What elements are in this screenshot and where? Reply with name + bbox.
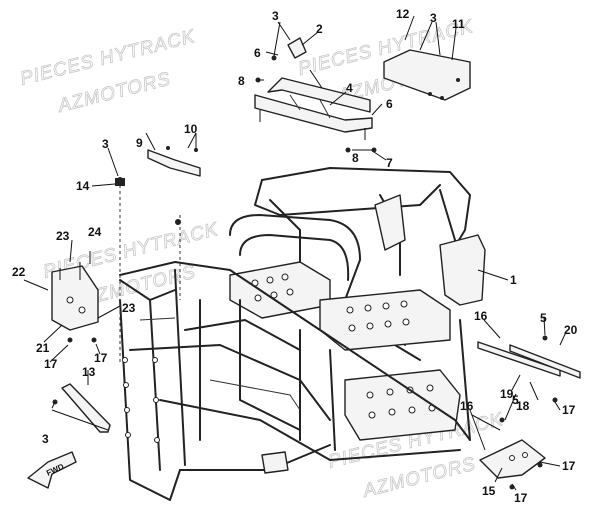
bracket-part	[147, 149, 201, 177]
callout-24: 24	[88, 225, 102, 239]
callout-20: 20	[564, 323, 578, 337]
callout-7: 7	[386, 156, 393, 170]
callout-15: 15	[482, 484, 496, 498]
callout-16: 16	[474, 309, 488, 323]
callout-13: 13	[82, 365, 96, 379]
callout-labels: 1 2 3 3 3 3 4 5 5 6 6 7 8 8 9 10 11 12 1…	[12, 7, 578, 505]
callout-3: 3	[42, 432, 49, 446]
callout-12: 12	[396, 7, 410, 21]
callout-10: 10	[184, 122, 198, 136]
callout-6: 6	[254, 46, 261, 60]
callout-3: 3	[430, 11, 437, 25]
callout-17: 17	[514, 491, 528, 505]
callout-3: 3	[102, 137, 109, 151]
forward-arrow-icon: FWD	[27, 451, 77, 489]
callout-19: 19	[500, 387, 514, 401]
callout-2: 2	[316, 22, 323, 36]
callout-9: 9	[136, 136, 143, 150]
leader-lines	[23, 15, 567, 491]
callout-17: 17	[44, 357, 58, 371]
callout-18: 18	[516, 399, 530, 413]
callout-17: 17	[94, 351, 108, 365]
callout-14: 14	[76, 179, 90, 193]
callout-21: 21	[36, 341, 50, 355]
callout-6: 6	[386, 97, 393, 111]
crossmember-part	[254, 37, 373, 140]
callout-16: 16	[460, 399, 474, 413]
callout-17: 17	[562, 459, 576, 473]
callout-3: 3	[272, 9, 279, 23]
callout-5: 5	[512, 393, 519, 407]
callout-1: 1	[510, 273, 517, 287]
plate-part	[383, 49, 471, 101]
watermark-text: PIECES HYTRACK	[18, 26, 198, 90]
callout-23: 23	[122, 301, 136, 315]
bar-part	[61, 383, 111, 433]
floor-holes	[251, 273, 436, 419]
callout-22: 22	[12, 265, 26, 279]
callout-17: 17	[562, 403, 576, 417]
callout-23: 23	[56, 229, 70, 243]
main-frame	[119, 167, 486, 501]
callout-4: 4	[346, 81, 353, 95]
callout-8: 8	[352, 151, 359, 165]
right-side-parts	[471, 341, 581, 479]
callout-8: 8	[238, 74, 245, 88]
callout-5: 5	[540, 311, 547, 325]
mount-bracket-left	[51, 185, 181, 365]
callout-11: 11	[452, 17, 465, 31]
